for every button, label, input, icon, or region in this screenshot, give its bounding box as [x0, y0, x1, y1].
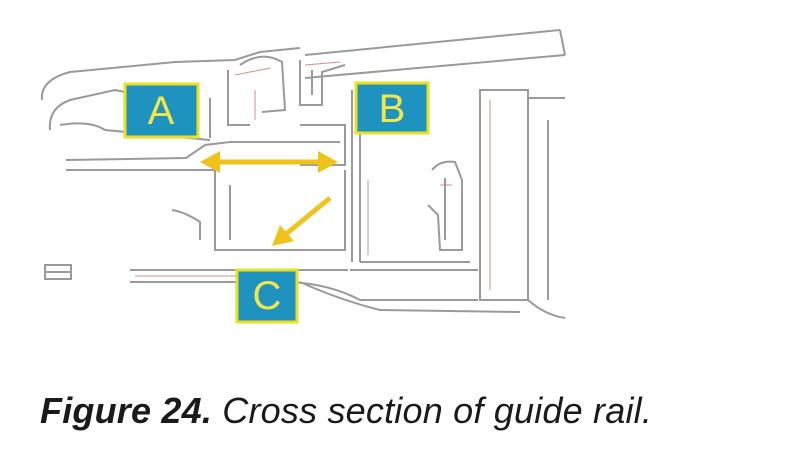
- label-a: A: [123, 82, 200, 139]
- label-a-text: A: [148, 89, 175, 133]
- label-b: B: [354, 81, 430, 135]
- label-c: C: [235, 268, 299, 324]
- double-arrow-horizontal: [200, 151, 338, 173]
- figure-number: Figure 24.: [40, 390, 213, 431]
- figure-caption: Figure 24. Cross section of guide rail.: [40, 390, 652, 432]
- figure-caption-text: Cross section of guide rail.: [222, 390, 653, 431]
- diagonal-arrow: [272, 196, 332, 246]
- label-c-text: C: [253, 274, 282, 318]
- label-b-text: B: [379, 87, 406, 131]
- rail-outline: [40, 29, 566, 319]
